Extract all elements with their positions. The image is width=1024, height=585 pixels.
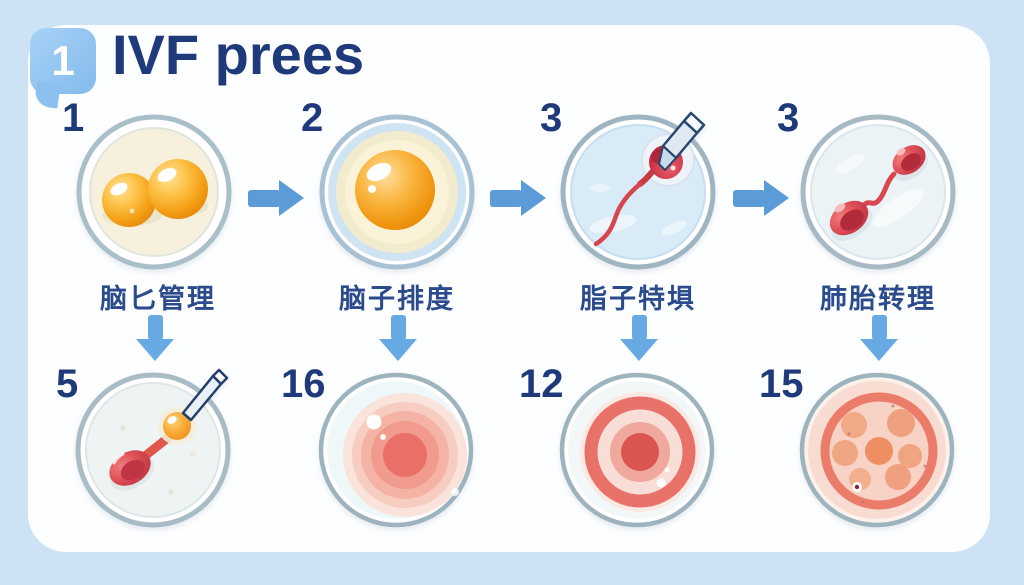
page-title: IVF prees <box>112 23 365 86</box>
petri-dish-single-yolk-icon <box>317 112 477 272</box>
step-label: 脑子排度 <box>339 284 455 314</box>
petri-dish-morula-icon <box>316 370 476 530</box>
arrow-right-icon <box>490 180 546 216</box>
arrow-right-icon <box>248 180 304 216</box>
petri-dish-dividing-cells-icon <box>798 112 958 272</box>
arrow-down-icon <box>860 315 898 361</box>
step-number: 2 <box>301 96 324 140</box>
petri-dish-two-oocytes-icon <box>74 112 234 272</box>
petri-dish-blastocyst-cells-icon <box>797 370 957 530</box>
petri-dish-sperm-injection-icon <box>558 111 718 272</box>
step-label: 脂子特埧 <box>580 284 696 314</box>
step-label: 脑匕管理 <box>100 284 216 314</box>
step-number: 12 <box>519 362 564 406</box>
petri-dish-ring-embryo-icon <box>557 370 717 530</box>
step-badge: 1 <box>30 28 96 94</box>
step-number: 1 <box>62 96 85 140</box>
arrow-down-icon <box>379 315 417 361</box>
arrow-down-icon <box>136 315 174 361</box>
step-number: 3 <box>540 96 563 140</box>
arrow-right-icon <box>733 180 789 216</box>
step-number: 16 <box>281 362 326 406</box>
petri-dish-needle-transfer-icon <box>73 368 233 530</box>
step-number: 5 <box>56 362 79 406</box>
badge-number: 1 <box>51 37 75 84</box>
arrow-down-icon <box>620 315 658 361</box>
step-number: 15 <box>759 362 804 406</box>
step-label: 肺胎转理 <box>820 284 936 314</box>
step-number: 3 <box>777 96 800 140</box>
